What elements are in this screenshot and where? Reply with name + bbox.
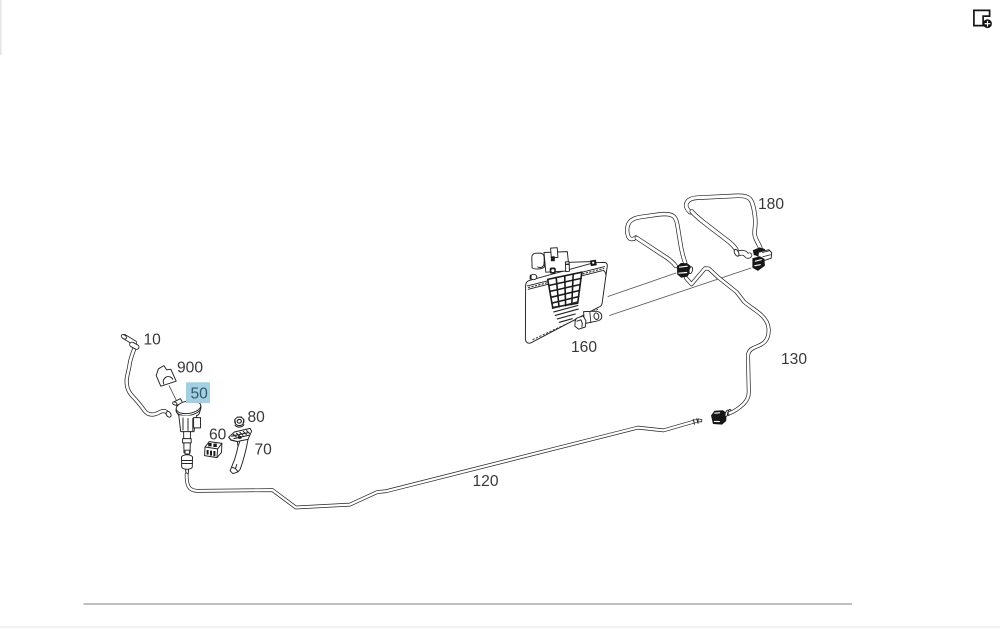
svg-text:60: 60	[209, 427, 227, 444]
svg-text:10: 10	[144, 332, 162, 349]
svg-text:70: 70	[255, 442, 273, 459]
svg-text:180: 180	[758, 196, 784, 213]
svg-text:50: 50	[191, 386, 209, 403]
svg-text:160: 160	[571, 339, 597, 356]
svg-text:80: 80	[248, 409, 266, 426]
svg-text:900: 900	[177, 360, 203, 377]
svg-text:130: 130	[781, 351, 807, 368]
svg-text:120: 120	[473, 473, 499, 490]
